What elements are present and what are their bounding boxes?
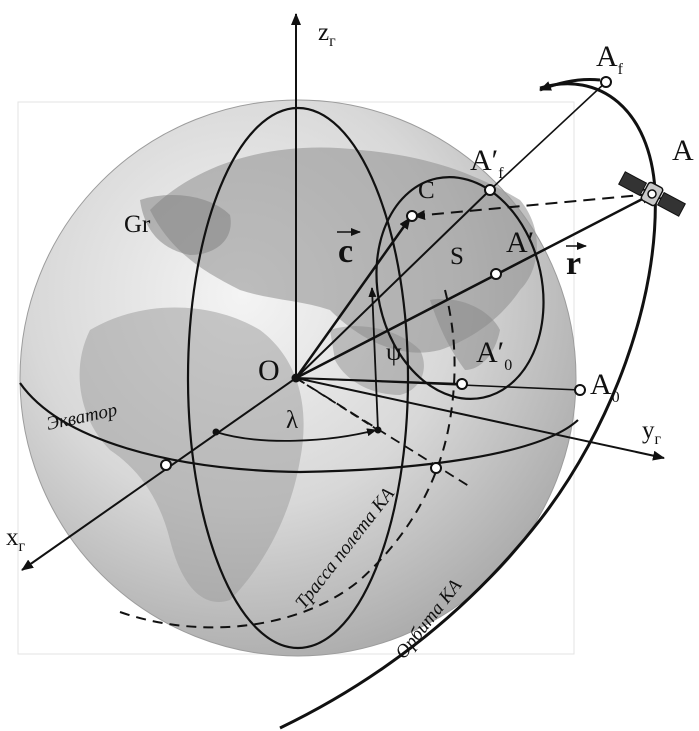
- point-a0-prime: [456, 378, 468, 390]
- label-af: Af: [596, 40, 624, 78]
- x-axis: [21, 377, 297, 571]
- continent-europe: [140, 195, 231, 255]
- point-x-equator: [160, 459, 172, 471]
- points: [160, 76, 612, 474]
- label-greenwich: Gr: [124, 211, 151, 238]
- visibility-zone: [375, 176, 545, 400]
- point-track-equator: [430, 462, 442, 474]
- ray-o-af-prime: [295, 189, 491, 379]
- point-lambda-end: [374, 426, 382, 434]
- satellite-to-c-line: [413, 193, 653, 220]
- label-area-s: S: [450, 243, 464, 270]
- label-x-axis: xг: [6, 524, 26, 555]
- label-vector-r: r: [566, 245, 581, 282]
- longitude-arc: [215, 428, 377, 442]
- label-vector-c: c: [338, 233, 353, 270]
- label-a0: A0: [590, 368, 620, 406]
- ray-o-a0: [295, 377, 581, 391]
- label-a0-prime: A′0: [476, 336, 512, 374]
- label-a-satellite: A: [672, 134, 694, 167]
- point-a-prime: [490, 268, 502, 280]
- label-origin: O: [258, 354, 280, 387]
- projection-dashed: [295, 377, 473, 489]
- label-a-prime: A′: [506, 226, 534, 259]
- label-c-point: C: [418, 177, 435, 204]
- greenwich-meridian: [186, 106, 410, 650]
- orbit-direction-arrow: [539, 78, 601, 92]
- continent-india: [430, 299, 500, 370]
- point-lambda-start: [212, 428, 220, 436]
- vector-c: [294, 217, 412, 379]
- latitude-vertical: [368, 287, 379, 431]
- ray-af-prime-af: [489, 81, 607, 191]
- y-axis: [295, 377, 665, 461]
- point-origin: [291, 373, 301, 383]
- label-y-axis: yг: [642, 417, 662, 448]
- label-psi: ψ: [386, 339, 402, 366]
- continent-arabia: [330, 326, 424, 395]
- label-lambda: λ: [286, 407, 298, 434]
- label-af-prime: A′f: [470, 144, 504, 182]
- point-a0: [574, 384, 586, 396]
- vector-r: [295, 192, 653, 380]
- point-c: [406, 210, 418, 222]
- label-z-axis: zг: [318, 19, 336, 50]
- satellite-icon: [618, 171, 686, 217]
- satellite-orbit: [279, 82, 657, 730]
- point-af-prime: [484, 184, 496, 196]
- longitude-dashed: [295, 377, 379, 431]
- point-af: [600, 76, 612, 88]
- equator-line: [19, 382, 579, 474]
- ground-track: [119, 289, 456, 629]
